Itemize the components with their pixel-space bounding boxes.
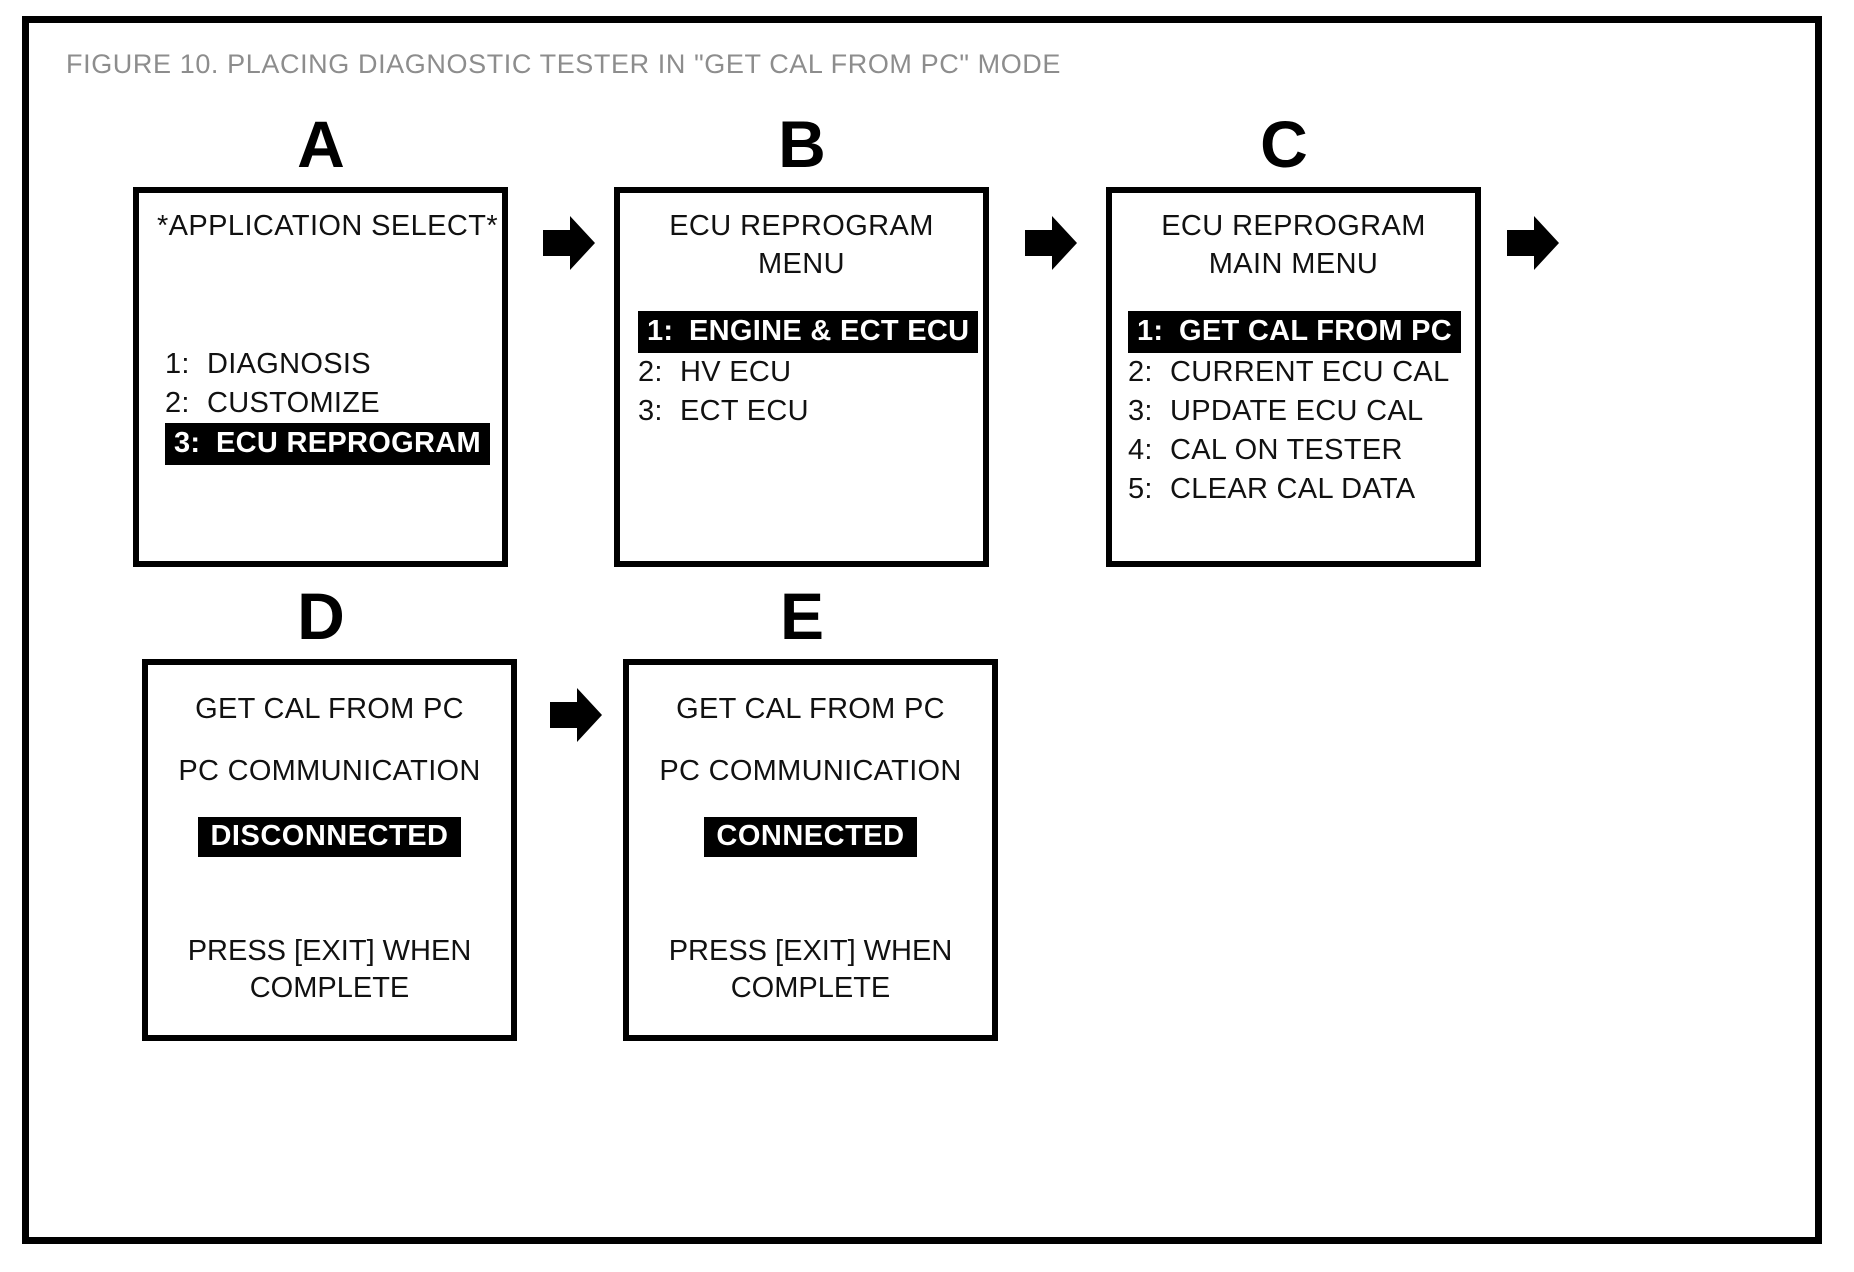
menu-item[interactable]: 2: CUSTOMIZE xyxy=(165,384,490,423)
screen-a-title: *APPLICATION SELECT* xyxy=(157,210,499,242)
menu-item-label: ENGINE & ECT ECU xyxy=(689,315,970,347)
menu-item-number: 2: xyxy=(638,356,663,389)
screen-e-footer: PRESS [EXIT] WHEN COMPLETE xyxy=(668,935,953,1005)
tester-screen-a: *APPLICATION SELECT* 1: DIAGNOSIS 2: CUSTO… xyxy=(133,187,508,567)
right-arrow-icon xyxy=(543,216,595,270)
figure-frame: FIGURE 10. PLACING DIAGNOSTIC TESTER IN … xyxy=(22,16,1822,1244)
menu-item-label: ECU REPROGRAM xyxy=(216,427,481,460)
tester-screen-d: GET CAL FROM PC PC COMMUNICATION DISCONN… xyxy=(142,659,517,1041)
menu-item[interactable]: 2: HV ECU xyxy=(638,353,978,392)
menu-item-number: 1: xyxy=(165,348,190,380)
menu-item-selected[interactable]: 1: GET CAL FROM PC xyxy=(1128,311,1462,354)
screen-d-status-wrap: DISCONNECTED xyxy=(148,817,511,857)
menu-item[interactable]: 1: DIAGNOSIS xyxy=(165,345,490,384)
menu-item-label: HV ECU xyxy=(680,356,792,389)
menu-item[interactable]: 3: UPDATE ECU CAL xyxy=(1128,392,1461,431)
screen-b-menu: 1: ENGINE & ECT ECU 2: HV ECU 3: ECT ECU xyxy=(638,311,979,431)
status-badge: CONNECTED xyxy=(704,817,917,857)
menu-item-label: CAL ON TESTER xyxy=(1170,434,1403,467)
menu-item-number: 4: xyxy=(1128,434,1153,467)
right-arrow-icon xyxy=(1507,216,1559,270)
menu-item-label: GET CAL FROM PC xyxy=(1179,315,1453,347)
screen-a-menu: 1: DIAGNOSIS 2: CUSTOMIZE 3: ECU REPROGRAM xyxy=(165,345,490,466)
screen-c-menu: 1: GET CAL FROM PC 2: CURRENT ECU CAL 3: UP… xyxy=(1128,311,1462,510)
screen-c-title: ECU REPROGRAM MAIN MENU xyxy=(1161,210,1426,281)
menu-item-number: 3: xyxy=(638,395,663,428)
tester-screen-b: ECU REPROGRAM MENU 1: ENGINE & ECT ECU 2:… xyxy=(614,187,989,567)
menu-item-number: 3: xyxy=(174,427,201,460)
menu-item[interactable]: 2: CURRENT ECU CAL xyxy=(1128,353,1461,392)
menu-item-number: 1: xyxy=(1137,315,1164,347)
panel-label-d: D xyxy=(297,579,345,653)
menu-item-selected[interactable]: 1: ENGINE & ECT ECU xyxy=(638,311,979,354)
panel-label-c: C xyxy=(1260,107,1308,181)
menu-item-number: 2: xyxy=(165,387,190,420)
menu-item[interactable]: 5: CLEAR CAL DATA xyxy=(1128,470,1461,509)
menu-item-label: ECT ECU xyxy=(680,395,809,428)
panel-label-a: A xyxy=(297,107,345,181)
menu-item-number: 2: xyxy=(1128,356,1153,389)
screen-d-line-2: PC COMMUNICATION xyxy=(178,755,481,787)
menu-item-label: CURRENT ECU CAL xyxy=(1170,356,1450,389)
menu-item-label: CUSTOMIZE xyxy=(207,387,380,420)
menu-item-label: UPDATE ECU CAL xyxy=(1170,395,1424,428)
figure-caption: FIGURE 10. PLACING DIAGNOSTIC TESTER IN … xyxy=(66,49,1062,79)
screen-e-line-1: GET CAL FROM PC xyxy=(676,693,945,725)
menu-item[interactable]: 4: CAL ON TESTER xyxy=(1128,431,1461,470)
menu-item-label: CLEAR CAL DATA xyxy=(1170,473,1416,506)
screen-d-footer: PRESS [EXIT] WHEN COMPLETE xyxy=(187,935,472,1005)
menu-item-number: 3: xyxy=(1128,395,1153,428)
screen-d-line-1: GET CAL FROM PC xyxy=(195,693,464,725)
panel-label-b: B xyxy=(778,107,826,181)
screen-b-title: ECU REPROGRAM MENU xyxy=(669,210,934,281)
menu-item-number: 5: xyxy=(1128,473,1153,506)
right-arrow-icon xyxy=(550,688,602,742)
tester-screen-c: ECU REPROGRAM MAIN MENU 1: GET CAL FROM P… xyxy=(1106,187,1481,567)
screen-e-line-2: PC COMMUNICATION xyxy=(659,755,962,787)
right-arrow-icon xyxy=(1025,216,1077,270)
screen-e-status-wrap: CONNECTED xyxy=(629,817,992,857)
status-badge: DISCONNECTED xyxy=(198,817,461,857)
tester-screen-e: GET CAL FROM PC PC COMMUNICATION CONNECT… xyxy=(623,659,998,1041)
menu-item-label: DIAGNOSIS xyxy=(207,348,371,380)
panel-label-e: E xyxy=(779,579,825,653)
menu-item[interactable]: 3: ECT ECU xyxy=(638,392,978,431)
menu-item-number: 1: xyxy=(647,315,674,347)
menu-item-selected[interactable]: 3: ECU REPROGRAM xyxy=(165,423,490,466)
